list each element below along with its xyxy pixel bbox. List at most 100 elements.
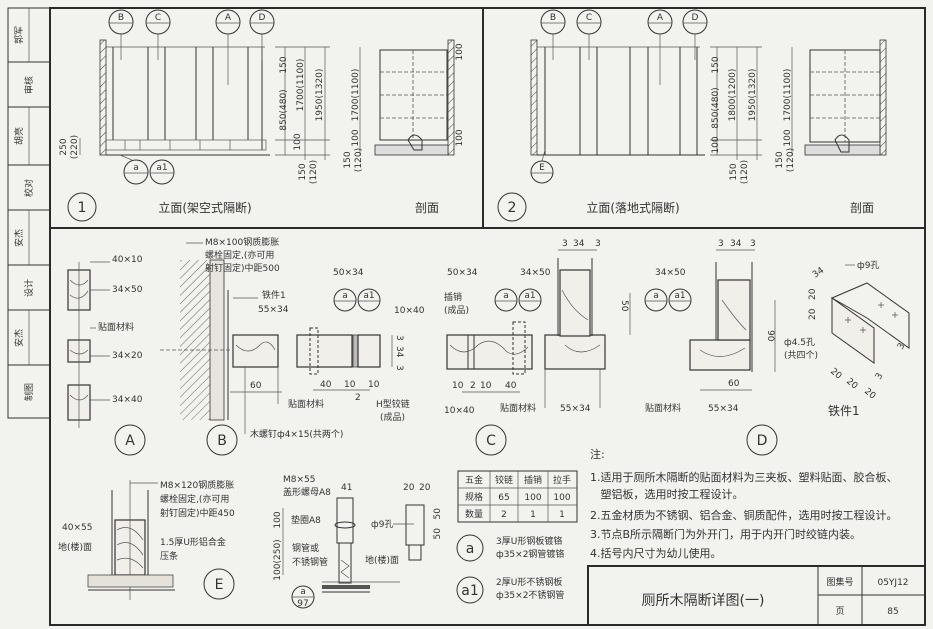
annotation-text: 贴面材料 — [500, 402, 536, 414]
panel-1-elevation-title: 立面(架空式隔断) — [158, 200, 251, 215]
annotation-text: C — [586, 13, 592, 23]
annotation-text: 41 — [341, 483, 352, 493]
annotation-text: M8×100钢质膨胀 — [205, 236, 279, 248]
hardware-table: 五金 铰链 插销 拉手 规格 65 100 100 数量 2 1 1 — [457, 470, 578, 523]
annotation-text: 2 — [470, 381, 476, 391]
annotation-text: 盖形螺母A8 — [283, 486, 331, 498]
annotation-text: 60 — [250, 381, 262, 391]
annotation-text: 数量 — [465, 508, 483, 520]
callout-c: C — [145, 9, 171, 60]
annotation-text: 贴面材料 — [288, 398, 324, 410]
annotation-text: 55×34 — [560, 404, 591, 414]
annotation-text: 65 — [498, 493, 509, 503]
detail-e-label: E — [215, 577, 224, 593]
annotation-text: 3 — [562, 239, 568, 249]
annotation-text: (120) — [786, 148, 796, 172]
annotation-text: 20 — [844, 377, 859, 392]
foot-detail: M8×55 盖形螺母A8 41 垫圈A8 100 100(250) 钢管或 不锈… — [273, 475, 443, 609]
annotation-text: 100(250) — [273, 539, 283, 580]
detail-d: 3 34 3 34×50 a a1 90 60 贴面材料 55×34 D — [644, 239, 778, 456]
annotation-text: 97 — [297, 599, 308, 609]
annotation-text: 1950(1320) — [315, 69, 325, 122]
annotation-text: 34×40 — [112, 395, 143, 405]
annotation-text: 40 — [320, 380, 332, 390]
note-item: 塑铝板，选用时按工程设计。 — [590, 487, 744, 501]
panel-2-number-circle — [497, 192, 527, 222]
annotation-text: 规格 — [465, 491, 483, 503]
annotation-text: 150 — [298, 163, 308, 180]
annotation-text: 射钉固定)中距500 — [205, 262, 280, 274]
annotation-text: 贴面材料 — [98, 321, 134, 333]
callout-a-2: A — [647, 9, 673, 85]
annotation-text: a — [300, 587, 306, 597]
annotation-text: a — [653, 291, 659, 301]
annotation-text: 55×34 — [708, 404, 739, 414]
annotation-text: 10 — [480, 381, 492, 391]
table-header: 插销 — [524, 474, 542, 486]
legend-a: a 3厚U形钢板镀铬 ф35×2钢管镀铬 — [456, 534, 564, 562]
annotation-text: 10 — [344, 380, 356, 390]
strip-label-check: 校对 — [23, 179, 35, 197]
annotation-text: 铁件1 — [262, 289, 286, 301]
title-strip: 郭军 审核 胡亮 校对 安杰 设计 安杰 制图 — [7, 7, 51, 419]
annotation-text: a — [503, 291, 509, 301]
callout-b-2: B — [540, 9, 566, 60]
annotation-text: 1 — [530, 510, 536, 520]
annotation-text: 34 — [394, 346, 404, 358]
annotation-text: 50 — [433, 508, 443, 520]
callout-a: A — [215, 9, 241, 85]
annotation-text: 40 — [505, 381, 517, 391]
detail-a-label: A — [125, 433, 135, 449]
callout-c-2: C — [576, 9, 602, 60]
annotation-text: 50 — [619, 300, 629, 312]
annotation-text: C — [155, 13, 161, 23]
callout-d-2: D — [682, 9, 708, 60]
annotation-text: 150 — [775, 151, 785, 168]
annotation-text: 50 — [433, 528, 443, 540]
table-header: 拉手 — [553, 474, 571, 486]
annotation-text: A — [225, 13, 232, 23]
annotation-text: D — [259, 13, 266, 23]
annotation-text: 1950(1320) — [748, 69, 758, 122]
annotation-text: 100 — [455, 43, 465, 60]
annotation-text: 3 — [750, 239, 756, 249]
callout-b: B — [108, 9, 134, 60]
detail-c-callout-a1: a1 — [518, 288, 542, 312]
annotation-text: 20 — [808, 288, 818, 300]
annotation-text: 插销 — [444, 291, 462, 303]
annotation-text: 34 — [730, 239, 742, 249]
annotation-text: 1700(1100) — [783, 69, 793, 122]
annotation-text: ф35×2不锈钢管 — [496, 589, 564, 601]
panel-2-number: 2 — [508, 200, 517, 216]
annotation-text: 40×10 — [112, 255, 143, 265]
annotation-text: 150 — [343, 151, 353, 168]
annotation-text: 10 — [452, 381, 464, 391]
annotation-text: (成品) — [380, 411, 405, 423]
detail-b-label: B — [217, 433, 227, 449]
annotation-text: 100 — [273, 511, 283, 528]
annotation-text: 3 — [394, 365, 404, 371]
strip-label-design: 设计 — [23, 279, 35, 297]
detail-c: 3 34 3 50 50×34 插销 (成品) 34×50 a a1 10 2 … — [444, 239, 631, 456]
annotation-text: (共四个) — [784, 350, 818, 361]
annotation-text: 34×50 — [520, 268, 551, 278]
atlas-label: 图集号 — [826, 576, 853, 588]
detail-d-callout-a: a — [644, 288, 668, 312]
annotation-text: 不锈钢管 — [292, 556, 328, 568]
annotation-text: (120) — [740, 160, 750, 184]
annotation-text: M8×120钢质膨胀 — [160, 479, 234, 491]
annotation-text: 3厚U形钢板镀铬 — [496, 535, 562, 547]
annotation-text: (120) — [354, 148, 364, 172]
annotation-text: 地(楼)面 — [365, 554, 399, 566]
annotation-text: 1800(1200) — [728, 69, 738, 122]
annotation-text: 100 — [351, 129, 361, 146]
callout-d: D — [249, 9, 275, 60]
annotation-text: 10 — [368, 380, 380, 390]
annotation-text: 850(480) — [279, 89, 289, 130]
annotation-text: ф35×2钢管镀铬 — [496, 548, 564, 560]
iron-part-1: ф9孔 34 20 20 20 20 20 3 3 ф4.5孔 (共四个) 铁件… — [784, 260, 910, 418]
detail-b-callout-a1: a1 — [357, 288, 381, 312]
annotation-text: a — [342, 291, 348, 301]
annotation-text: 55×34 — [258, 305, 289, 315]
annotation-text: 34×50 — [655, 268, 686, 278]
